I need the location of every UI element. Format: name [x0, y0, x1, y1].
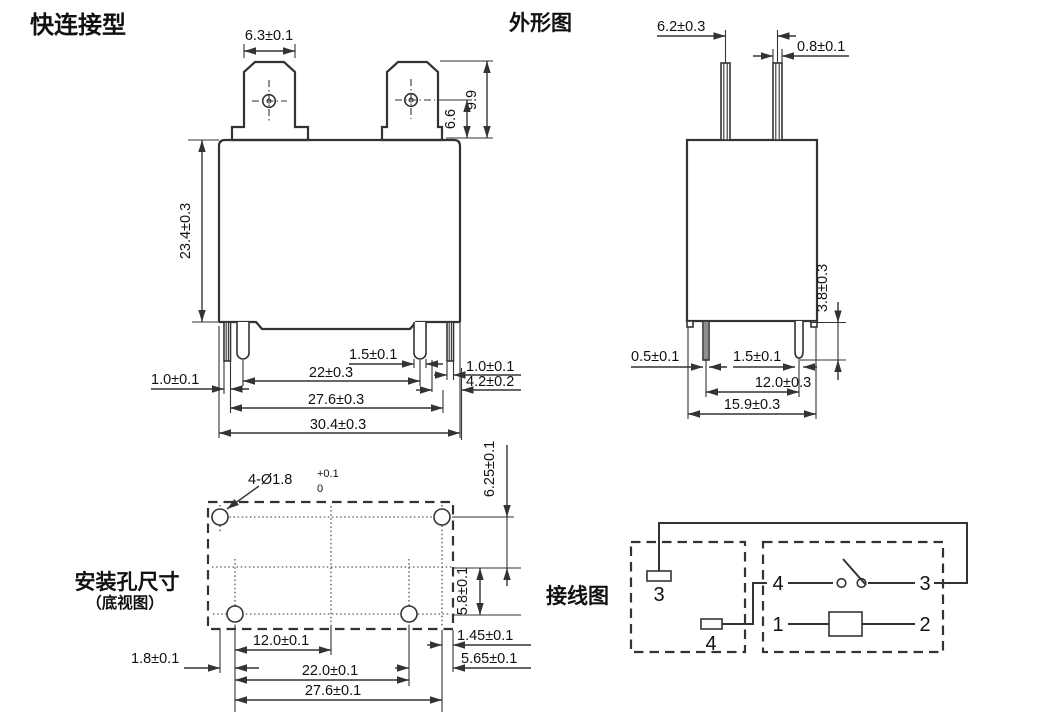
- wire-terminal3: [658, 522, 968, 584]
- body-foot-left: [686, 320, 694, 328]
- hole-tolerance-upper: +0.1: [317, 468, 339, 480]
- coil-terminal-1: 1: [772, 614, 783, 636]
- wire-terminal4: [722, 582, 767, 625]
- contact-terminal-3: 3: [919, 573, 930, 595]
- coil-symbol: [828, 611, 863, 637]
- qc-tab-edge-right: [772, 62, 783, 141]
- dim-right-pin-width: 1.0±0.1: [466, 359, 514, 375]
- mounting-hole-top-right: [433, 508, 451, 526]
- relay-body-side: [685, 138, 819, 323]
- bottom-view-title: 安装孔尺寸: [75, 570, 180, 594]
- front-view-title: 快连接型: [30, 11, 126, 39]
- dim-pin-span-inner: 22±0.3: [309, 365, 353, 381]
- dim-hole-half-span: 12.0±0.1: [253, 633, 309, 649]
- coil-terminal-2: 2: [919, 614, 930, 636]
- dim-hole-height: 6.6: [443, 109, 459, 129]
- wiring-left-box: [629, 540, 747, 654]
- wiring-right-box: [761, 540, 945, 654]
- body-foot-right: [810, 320, 818, 328]
- wiring-title: 接线图: [546, 584, 609, 608]
- pin-u-left: [236, 322, 250, 360]
- pin-blade-side: [702, 320, 710, 361]
- dim-u-pin-width: 1.5±0.1: [349, 347, 397, 363]
- dim-edge-offset-top: 1.45±0.1: [457, 628, 513, 644]
- contact-terminal-4: 4: [772, 573, 783, 595]
- contact-blade: [842, 558, 867, 586]
- pin-blade-right: [446, 321, 455, 362]
- front-view: 快连接型 6.3±0.1 9.9 6.6 23.4±0.3: [30, 11, 521, 440]
- pin-blade-left: [223, 321, 232, 362]
- bottom-view-subtitle: （底视图）: [86, 593, 164, 612]
- tab-terminal-3: [646, 570, 672, 582]
- side-view: 外形图 6.2±0.3 0.8±0.1 3.8±0.3: [509, 11, 849, 419]
- dim-tab-width: 6.3±0.1: [245, 28, 293, 44]
- dim-hole-span: 22.0±0.1: [302, 663, 358, 679]
- terminal-3-label: 3: [653, 584, 664, 606]
- contact-point-left: [836, 577, 847, 589]
- pin-u-side: [794, 321, 804, 359]
- dim-pin-spacing: 12.0±0.3: [755, 375, 811, 391]
- qc-tab-right: [380, 60, 444, 142]
- hole-tolerance-lower: 0: [317, 483, 323, 495]
- leader-arrow: [226, 485, 260, 510]
- dim-left-pin-width: 1.0±0.1: [151, 372, 199, 388]
- side-view-title: 外形图: [509, 11, 572, 35]
- dim-body-width: 30.4±0.3: [310, 417, 366, 433]
- dim-right-pin-offset: 4.2±0.2: [466, 374, 514, 390]
- qc-tab-edge-left: [720, 62, 731, 141]
- dim-edge-offset-bottom: 5.65±0.1: [461, 651, 517, 667]
- dim-body-height: 23.4±0.3: [178, 203, 194, 259]
- dim-outer-span: 27.6±0.1: [305, 683, 361, 699]
- dim-pin-span-outer: 27.6±0.3: [308, 392, 364, 408]
- terminal-4-label: 4: [705, 633, 716, 655]
- dim-hole-col-offset: 1.8±0.1: [131, 651, 179, 667]
- hole-callout: 4-Ø1.8: [248, 472, 292, 488]
- tab-terminal-4: [700, 618, 723, 630]
- dim-body-depth: 15.9±0.3: [724, 397, 780, 413]
- mounting-hole-top-left: [211, 508, 229, 526]
- pin-u-right: [413, 322, 427, 360]
- dim-tab-spacing: 6.2±0.3: [657, 19, 705, 35]
- mounting-hole-bottom-right: [400, 605, 418, 623]
- bottom-view: 安装孔尺寸 （底视图） 4-Ø1.8 +0.1 0 6.25±0.1: [75, 441, 531, 712]
- mounting-hole-bottom-left: [226, 605, 244, 623]
- qc-tab-left: [230, 60, 310, 142]
- wiring-diagram: 接线图 3 4 4 3 1 2: [546, 522, 968, 655]
- dim-pin-thickness: 0.5±0.1: [631, 349, 679, 365]
- dim-pin-length: 3.8±0.3: [815, 264, 831, 312]
- relay-body-front: [217, 138, 462, 322]
- dim-u-pin-width-side: 1.5±0.1: [733, 349, 781, 365]
- dim-hole-mid-offset: 5.8±0.1: [455, 567, 471, 615]
- dim-tab-thickness: 0.8±0.1: [797, 39, 845, 55]
- dim-hole-row-offset: 6.25±0.1: [482, 441, 498, 497]
